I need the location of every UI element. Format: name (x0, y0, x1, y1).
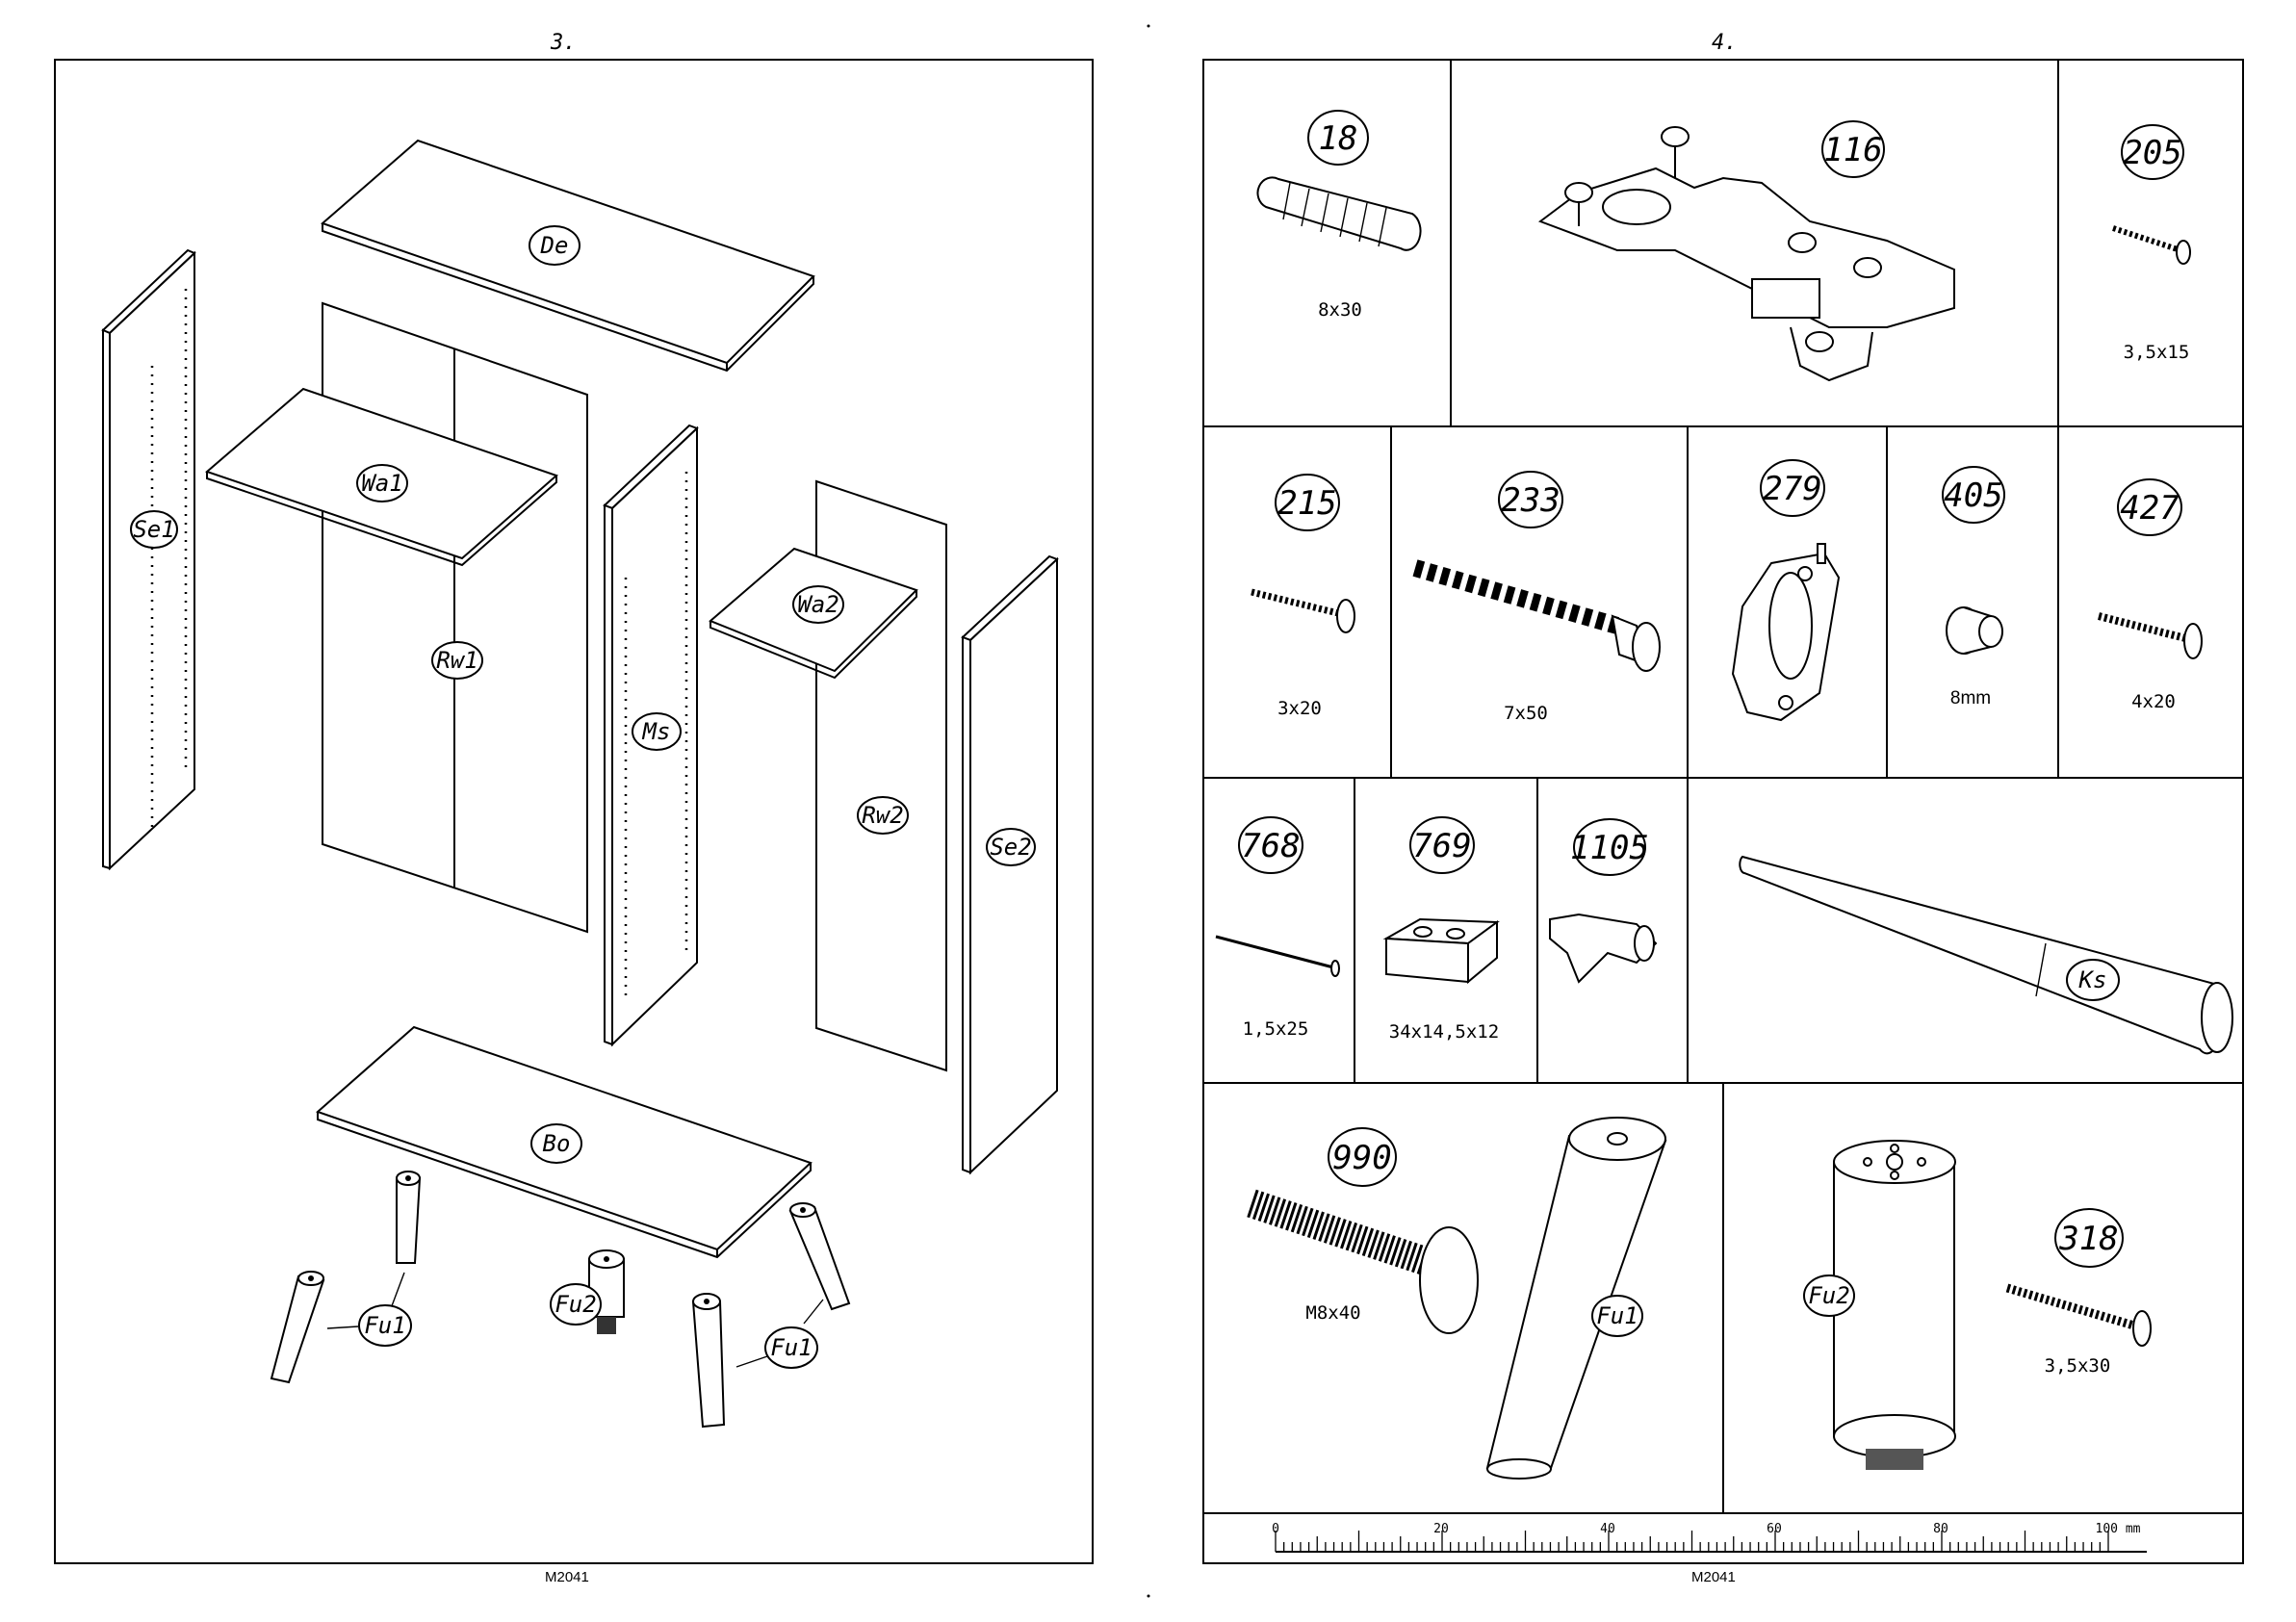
label-fu1-right-page: Fu1 (1596, 1302, 1638, 1329)
hw-18-number: 18 (1319, 119, 1358, 158)
hardware-205-screw: 205 3,5x15 (2113, 125, 2190, 363)
hw-990-number: 990 (1332, 1139, 1391, 1177)
label-rw1: Rw1 (436, 647, 477, 674)
fold-mark-bottom (1148, 1595, 1150, 1598)
panel-ms: Ms (605, 425, 697, 1044)
label-rw2: Rw2 (862, 802, 903, 829)
shelf-wa2: Wa2 (710, 549, 916, 678)
hw-769-size: 34x14,5x12 (1389, 1021, 1499, 1043)
hw-427-number: 427 (2120, 489, 2180, 528)
label-de: De (540, 232, 569, 259)
hw-116-number: 116 (1823, 131, 1882, 169)
leg-fu1-large: Fu1 (1487, 1118, 1665, 1479)
hardware-233-anchor: 233 7x50 (1415, 472, 1660, 724)
label-fu1-right: Fu1 (770, 1334, 812, 1361)
panel-se2: Se2 (963, 556, 1057, 1172)
ruler-label-80: 80 (1933, 1522, 1948, 1536)
label-se2: Se2 (990, 834, 1031, 861)
ruler-label-100: 100 mm (2096, 1522, 2141, 1536)
hardware-116-hinge: 116 (1540, 121, 1954, 380)
hw-18-size: 8x30 (1318, 299, 1362, 321)
hw-215-number: 215 (1277, 484, 1336, 523)
fold-mark-top (1148, 25, 1150, 28)
label-bo: Bo (543, 1130, 571, 1157)
hardware-279-rod-holder: 279 (1733, 460, 1839, 720)
leg-fu1-left-pair: Fu1 (271, 1171, 420, 1382)
ruler-label-20: 20 (1433, 1522, 1449, 1536)
panel-rw1: Rw1 (322, 303, 587, 932)
label-fu2-right-page: Fu2 (1808, 1282, 1849, 1309)
hw-233-size: 7x50 (1504, 703, 1548, 724)
hw-769-number: 769 (1412, 827, 1471, 865)
hw-1105-number: 1105 (1570, 829, 1649, 867)
label-wa1: Wa1 (361, 470, 402, 497)
leg-fu2: Fu2 (551, 1250, 624, 1334)
hw-279-number: 279 (1763, 470, 1821, 508)
hw-768-number: 768 (1241, 827, 1300, 865)
hardware-318-screw: 318 3,5x30 (2007, 1209, 2151, 1377)
hw-405-number: 405 (1944, 476, 2002, 515)
hardware-990-bolt: 990 M8x40 (1251, 1128, 1478, 1333)
hardware-768-nail: 768 1,5x25 (1216, 817, 1339, 1040)
hw-205-size: 3,5x15 (2124, 342, 2190, 363)
hardware-215-screw: 215 3x20 (1251, 475, 1354, 719)
panel-bo: Bo (318, 1027, 811, 1257)
leg-fu2-large: Fu2 (1804, 1141, 1955, 1470)
panel-de: De (322, 141, 813, 371)
label-fu1-left: Fu1 (364, 1312, 405, 1339)
label-se1: Se1 (133, 516, 174, 543)
ruler-label-40: 40 (1600, 1522, 1615, 1536)
ruler-label-0: 0 (1272, 1522, 1279, 1536)
label-wa2: Wa2 (797, 591, 838, 618)
hardware-18-dowel: 18 8x30 (1257, 111, 1420, 321)
hardware-ks-rod: Ks (1740, 857, 2232, 1053)
hardware-405-cam: 405 8mm (1943, 467, 2004, 708)
label-ks: Ks (2078, 966, 2107, 993)
label-fu2-left: Fu2 (555, 1291, 596, 1318)
hw-215-size: 3x20 (1277, 698, 1322, 719)
hardware-769-block: 769 34x14,5x12 (1386, 817, 1499, 1043)
hw-233-number: 233 (1501, 481, 1560, 520)
hw-205-number: 205 (2123, 134, 2181, 172)
hw-427-size: 4x20 (2131, 691, 2176, 712)
hw-318-size: 3,5x30 (2045, 1355, 2111, 1377)
label-ms: Ms (642, 718, 671, 745)
hardware-grid (1203, 60, 2243, 1563)
hw-405-size: 8mm (1950, 688, 1991, 708)
hw-990-size: M8x40 (1305, 1302, 1360, 1324)
panel-se1: Se1 (103, 250, 194, 868)
hardware-1105-support: 1105 (1550, 819, 1656, 982)
hw-318-number: 318 (2058, 1220, 2118, 1258)
ruler-ticks (1276, 1531, 2108, 1552)
ruler: 0 20 40 60 80 100 mm (1272, 1522, 2147, 1552)
hardware-427-screw: 427 4x20 (2099, 479, 2202, 712)
shelf-wa1: Wa1 (207, 389, 556, 565)
ruler-label-60: 60 (1767, 1522, 1782, 1536)
hw-768-size: 1,5x25 (1243, 1018, 1309, 1040)
